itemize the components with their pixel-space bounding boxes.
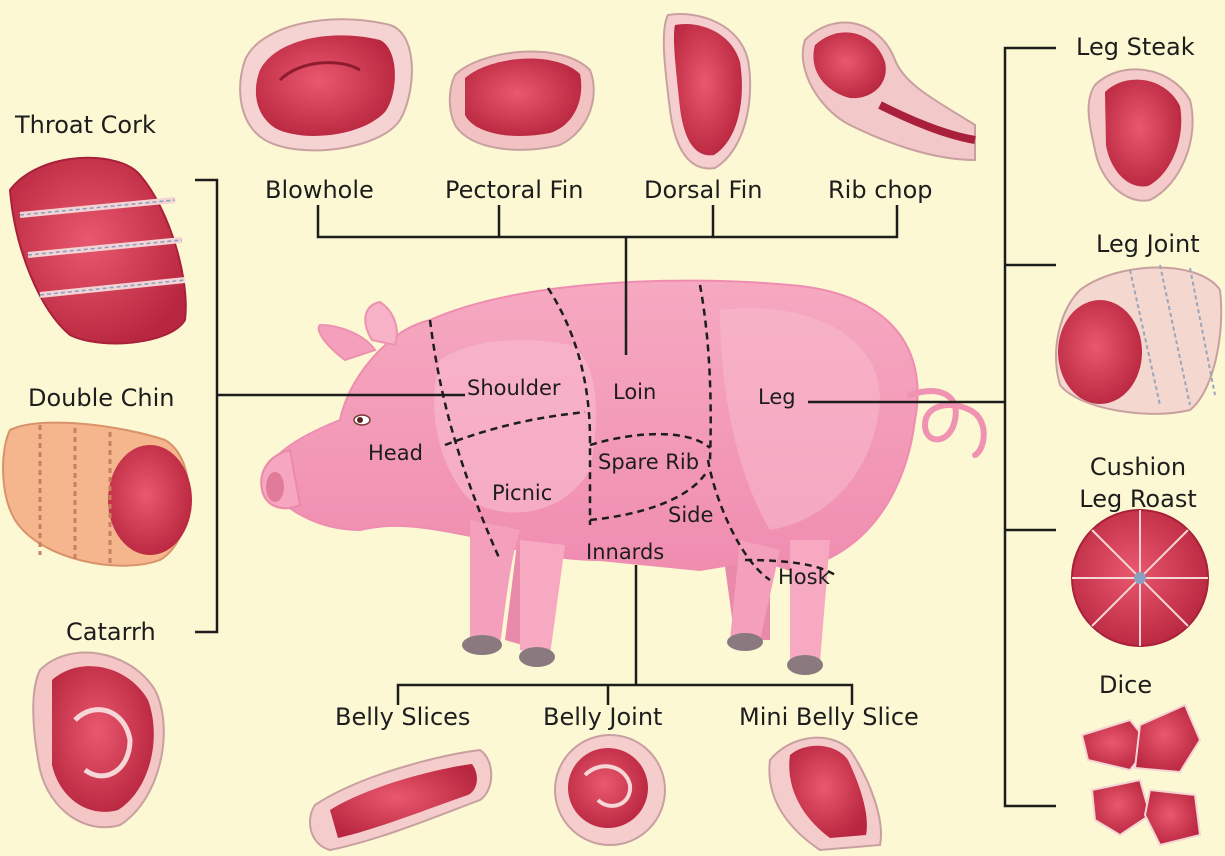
pectoral-fin-meat-image xyxy=(450,51,594,149)
label-belly-slices: Belly Slices xyxy=(335,705,470,729)
region-head: Head xyxy=(368,443,423,464)
label-dorsal-fin: Dorsal Fin xyxy=(644,178,762,202)
label-dice: Dice xyxy=(1099,673,1152,697)
rib-chop-meat-image xyxy=(803,23,975,160)
mini-belly-slice-meat-image xyxy=(769,738,881,850)
dice-meat-image xyxy=(1082,705,1200,845)
region-innards: Innards xyxy=(586,542,664,563)
label-catarrh: Catarrh xyxy=(66,620,156,644)
cushion-leg-roast-meat-image xyxy=(1072,510,1208,646)
leg-steak-meat-image xyxy=(1089,69,1193,200)
label-pectoral-fin: Pectoral Fin xyxy=(445,178,583,202)
leg-joint-meat-image xyxy=(1056,265,1221,414)
label-blowhole: Blowhole xyxy=(265,178,374,202)
throat-cork-meat-image xyxy=(10,158,186,344)
region-hosk: Hosk xyxy=(778,567,830,588)
catarrh-meat-image xyxy=(33,653,164,828)
label-throat-cork: Throat Cork xyxy=(15,113,156,137)
blowhole-meat-image xyxy=(240,19,412,150)
belly-slices-meat-image xyxy=(310,750,491,850)
dorsal-fin-meat-image xyxy=(664,14,750,168)
region-side: Side xyxy=(668,505,713,526)
region-picnic: Picnic xyxy=(492,483,552,504)
region-loin: Loin xyxy=(613,382,656,403)
label-cushion-leg-roast: Cushion Leg Roast xyxy=(1070,451,1206,516)
region-spare-rib: Spare Rib xyxy=(598,452,699,473)
label-rib-chop: Rib chop xyxy=(828,178,933,202)
double-chin-meat-image xyxy=(3,423,192,566)
label-double-chin: Double Chin xyxy=(28,386,175,410)
label-leg-joint: Leg Joint xyxy=(1096,232,1200,256)
belly-joint-meat-image xyxy=(555,735,665,845)
pig-illustration xyxy=(261,281,984,675)
label-leg-steak: Leg Steak xyxy=(1076,35,1195,59)
region-leg: Leg xyxy=(758,387,796,408)
label-mini-belly-slice: Mini Belly Slice xyxy=(739,705,919,729)
region-shoulder: Shoulder xyxy=(467,378,561,399)
label-belly-joint: Belly Joint xyxy=(543,705,662,729)
